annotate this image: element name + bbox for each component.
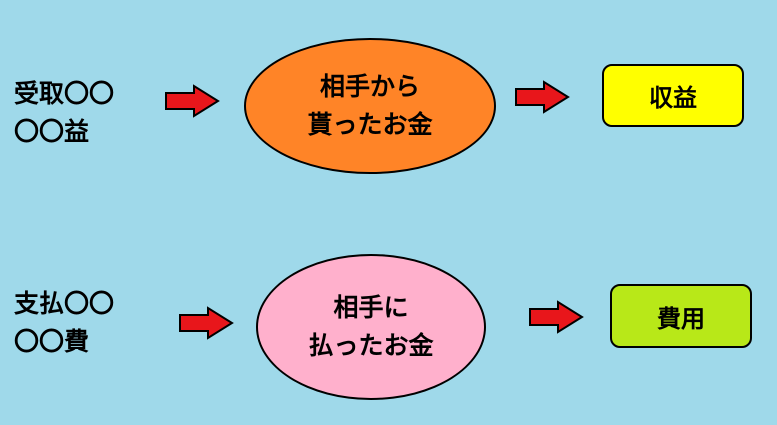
term-received: 受取〇〇 〇〇益 [14, 75, 114, 151]
ellipse-income-money: 相手から 貰ったお金 [244, 38, 496, 174]
arrow-right-icon [515, 80, 570, 114]
arrow-right-icon [529, 300, 584, 334]
ellipse-expense-line1: 相手に [333, 293, 409, 322]
term-paid-line1: 支払〇〇 [14, 289, 115, 318]
box-revenue-label: 収益 [649, 84, 697, 112]
arrow-right-icon [165, 84, 220, 118]
ellipse-income-line1: 相手から [319, 72, 420, 101]
ellipse-expense-money: 相手に 払ったお金 [256, 254, 486, 400]
box-revenue: 収益 [602, 64, 744, 127]
ellipse-expense-line2: 払ったお金 [308, 331, 434, 360]
term-received-line1: 受取〇〇 [14, 79, 115, 108]
ellipse-income-line2: 貰ったお金 [307, 110, 433, 139]
term-paid: 支払〇〇 〇〇費 [14, 285, 114, 361]
box-expense-label: 費用 [657, 304, 705, 333]
arrow-right-icon [179, 306, 234, 340]
term-received-line2: 〇〇益 [14, 117, 90, 146]
term-paid-line2: 〇〇費 [14, 327, 90, 356]
box-expense: 費用 [610, 284, 752, 348]
